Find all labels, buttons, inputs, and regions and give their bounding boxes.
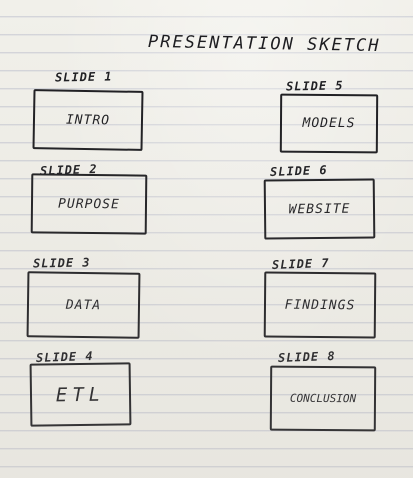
- slide-5-label: SLIDE 5: [285, 78, 344, 94]
- slide-5-content: MODELS: [302, 115, 356, 132]
- slide-8-content: CONCLUSION: [289, 391, 357, 406]
- slide-6-label: SLIDE 6: [269, 162, 328, 180]
- slide-3-box: DATA: [26, 271, 141, 339]
- slide-6-box: WEBSITE: [263, 178, 376, 240]
- slide-1-box: INTRO: [32, 89, 144, 151]
- sketch-title: PRESENTATION SKETCH: [147, 31, 381, 57]
- slide-8-label: SLIDE 8: [277, 348, 336, 366]
- slide-7-box: FINDINGS: [263, 271, 377, 339]
- slide-5-box: MODELS: [279, 93, 379, 154]
- slide-3-content: DATA: [65, 297, 102, 313]
- slide-3-label: SLIDE 3: [32, 255, 91, 271]
- slide-8-box: CONCLUSION: [269, 365, 377, 432]
- slide-7-label: SLIDE 7: [271, 255, 330, 273]
- slide-1-content: INTRO: [65, 112, 111, 128]
- slide-2-content: PURPOSE: [58, 196, 120, 212]
- slide-6-content: WEBSITE: [288, 201, 351, 217]
- slide-2-box: PURPOSE: [30, 173, 148, 235]
- slide-1-label: SLIDE 1: [54, 69, 113, 85]
- slide-4-box: ETL: [29, 362, 132, 427]
- slide-7-content: FINDINGS: [284, 297, 356, 313]
- slide-4-content: ETL: [55, 383, 106, 406]
